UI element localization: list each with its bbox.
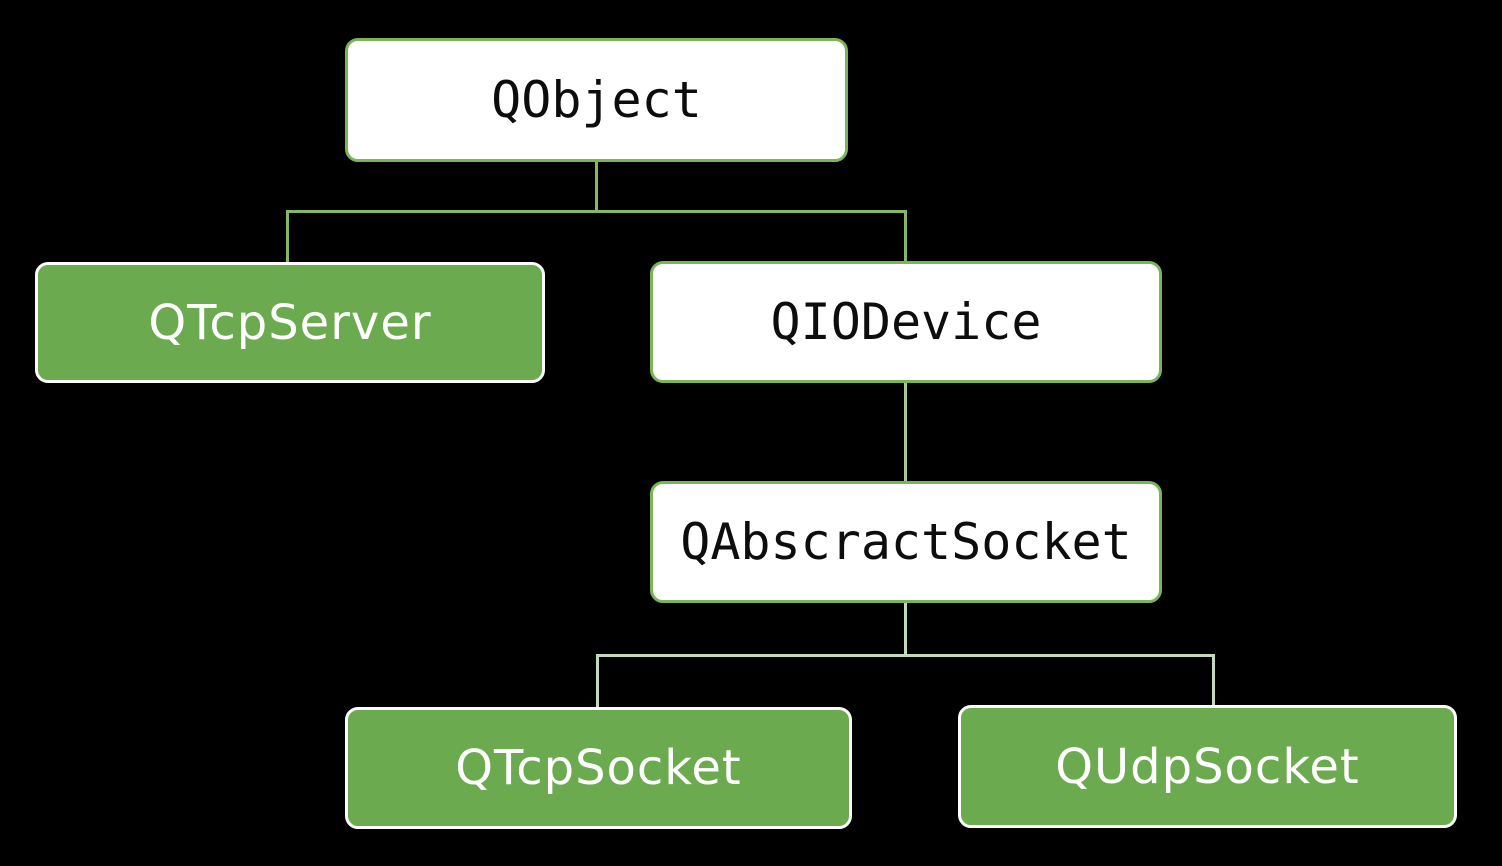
node-qiodevice-label: QIODevice: [770, 293, 1042, 351]
edge-to-qiodevice: [904, 210, 907, 263]
edge-to-qudpsocket: [1212, 654, 1215, 707]
node-qtcpserver: QTcpServer: [35, 262, 545, 383]
node-qtcpsocket: QTcpSocket: [345, 707, 852, 829]
edge-to-qtcpsocket: [596, 654, 599, 709]
node-qabscractsocket-label: QAbscractSocket: [680, 513, 1132, 571]
node-qudpsocket: QUdpSocket: [958, 705, 1457, 828]
edge-qobject-children-horizontal: [286, 210, 907, 213]
edge-qiodevice-to-qabscractsocket: [904, 381, 907, 483]
edge-qobject-stem: [595, 160, 598, 212]
edge-to-qtcpserver: [286, 210, 289, 264]
node-qobject: QObject: [345, 38, 848, 162]
edge-qabscractsocket-stem: [904, 601, 907, 657]
node-qtcpsocket-label: QTcpSocket: [455, 740, 742, 796]
node-qobject-label: QObject: [491, 71, 702, 129]
edge-qabscractsocket-children-horizontal: [596, 654, 1215, 657]
node-qtcpserver-label: QTcpServer: [148, 294, 432, 351]
node-qabscractsocket: QAbscractSocket: [650, 481, 1162, 603]
node-qiodevice: QIODevice: [650, 261, 1162, 383]
node-qudpsocket-label: QUdpSocket: [1055, 738, 1360, 795]
